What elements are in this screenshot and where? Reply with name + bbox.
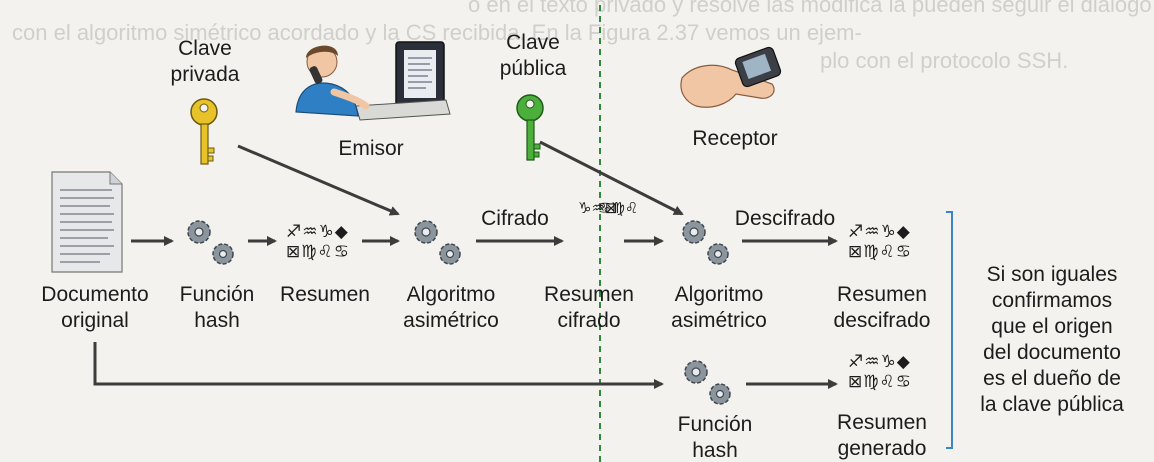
decrypted-summary-label: Resumen descifrado	[833, 283, 931, 332]
receiver-illustration-icon	[680, 46, 782, 108]
document-icon	[51, 171, 123, 273]
gear-icon-hash-1	[187, 220, 234, 265]
asym-algorithm-1-label: Algoritmo asimétrico	[403, 283, 499, 332]
public-key-icon	[516, 94, 544, 161]
original-document-label: Documento original	[41, 283, 149, 332]
conclusion-text: Si son iguales confirmamos que el origen…	[980, 263, 1124, 416]
gear-icon-algorithm-1	[414, 220, 461, 265]
hash-function-2-label: Función hash	[677, 413, 753, 462]
comparison-bracket	[946, 211, 953, 449]
encrypted-glyphs-col2: ♋♍♌	[598, 199, 639, 217]
private-key-label: Clave privada	[170, 37, 240, 86]
decipher-label: Descifrado	[734, 207, 836, 230]
sender-label: Emisor	[338, 137, 404, 160]
private-key-icon	[190, 98, 218, 165]
background-line-3: plo con el protocolo SSH.	[820, 48, 1069, 73]
gear-icon-hash-2	[684, 360, 731, 405]
asym-algorithm-2-label: Algoritmo asimétrico	[671, 283, 767, 332]
generated-summary-glyphs: ♐♒♑◆ ⊠♍♌♋	[848, 352, 912, 392]
generated-summary-label: Resumen generado	[837, 411, 927, 460]
hash-function-1-label: Función hash	[179, 283, 255, 332]
summary-glyphs: ♐♒♑◆ ⊠♍♌♋	[286, 222, 350, 262]
public-key-label: Clave pública	[499, 31, 567, 80]
cipher-label: Cifrado	[481, 207, 549, 230]
encrypted-summary-label: Resumen cifrado	[544, 283, 634, 332]
summary-label: Resumen	[280, 283, 370, 306]
background-line-2: con el algoritmo simétrico acordado y la…	[12, 20, 862, 45]
encrypted-glyphs-col1: ♑♒⊠	[578, 199, 618, 217]
arrow-private-key	[237, 144, 400, 216]
gear-icon-algorithm-2	[682, 220, 729, 265]
decrypted-summary-glyphs: ♐♒♑◆ ⊠♍♌♋	[848, 222, 912, 262]
sender-illustration-icon	[295, 41, 451, 121]
receiver-label: Receptor	[692, 127, 778, 150]
background-line-1: o en el texto privado y resolve las modi…	[468, 0, 1154, 17]
arrow-public-key	[539, 140, 684, 216]
arrow-doc-to-hash2	[93, 342, 664, 389]
